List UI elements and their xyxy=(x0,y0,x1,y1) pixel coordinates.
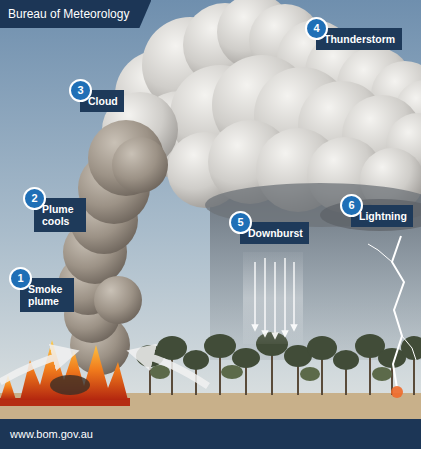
callout-box: 6Lightning xyxy=(351,205,413,227)
callout-label: Downburst xyxy=(248,227,303,239)
callout-number: 3 xyxy=(69,79,92,102)
callout-number: 2 xyxy=(23,187,46,210)
callout-label: Cloud xyxy=(88,95,118,107)
callout-number: 6 xyxy=(340,194,363,217)
callout-number: 1 xyxy=(9,267,32,290)
callout-number: 5 xyxy=(229,211,252,234)
callout-box: 1Smoke plume xyxy=(20,278,74,312)
callout-number: 4 xyxy=(305,17,328,40)
footer-url: www.bom.gov.au xyxy=(10,427,93,441)
callout-box: 2Plume cools xyxy=(34,198,86,232)
footer-band: www.bom.gov.au xyxy=(0,419,421,449)
callout-box: 4Thunderstorm xyxy=(316,28,402,50)
callout-box: 5Downburst xyxy=(240,222,309,244)
header-title: Bureau of Meteorology xyxy=(0,0,151,28)
callout-box: 3Cloud xyxy=(80,90,124,112)
callout-label: Thunderstorm xyxy=(324,33,396,45)
callout-label: Plume cools xyxy=(42,203,80,227)
callout-label: Smoke plume xyxy=(28,283,68,307)
callout-label: Lightning xyxy=(359,210,407,222)
